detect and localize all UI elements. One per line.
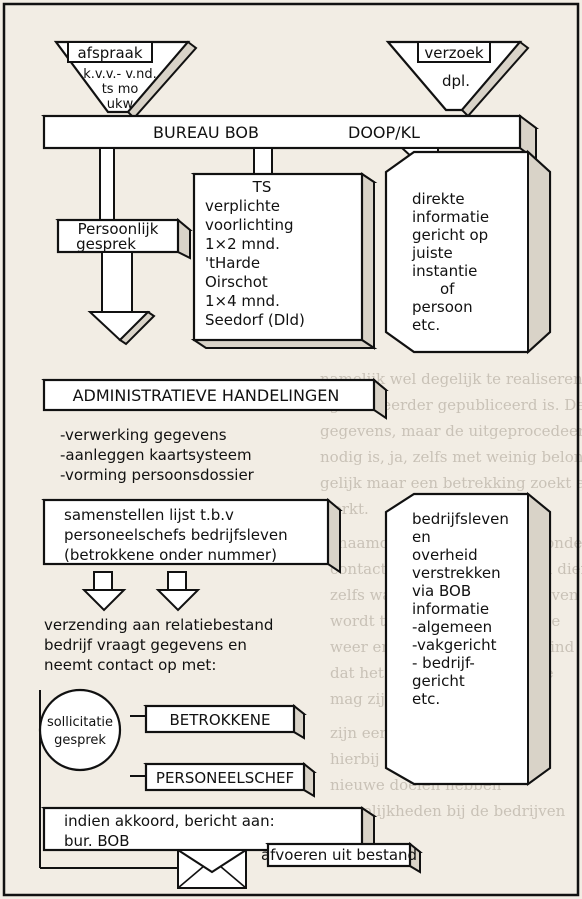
ts-line: verplichte <box>205 197 280 215</box>
direkte-line: direkte <box>412 190 465 208</box>
verzending-line: bedrijf vraagt gegevens en <box>44 636 247 654</box>
bg-line: gegevens, maar de uitgeprocedeerde perso… <box>320 422 582 440</box>
admin-item: -verwerking gegevens <box>60 426 227 444</box>
ts-line: Oirschot <box>205 273 268 291</box>
afvoeren-label: afvoeren uit bestand <box>261 846 417 864</box>
verzending-text: verzending aan relatiebestand bedrijf vr… <box>44 616 273 674</box>
verzoek-title: verzoek <box>424 44 484 62</box>
admin-bar: ADMINISTRATIEVE HANDELINGEN <box>41 377 389 420</box>
bedrijfsleven-line: -vakgericht <box>412 636 497 654</box>
persoonlijk-arrow <box>87 251 156 346</box>
admin-label: ADMINISTRATIEVE HANDELINGEN <box>73 386 340 405</box>
bureau-label: BUREAU BOB <box>153 123 259 142</box>
afspraak-line: k.v.v.- v.nd. <box>83 67 157 82</box>
ts-line: TS <box>252 178 272 196</box>
verzending-line: neemt contact op met: <box>44 656 216 674</box>
bedrijfsleven-line: en <box>412 528 431 546</box>
ts-line: voorlichting <box>205 216 294 234</box>
ts-line: Seedorf (Dld) <box>205 311 305 329</box>
bedrijfsleven-line: etc. <box>412 690 440 708</box>
bedrijfsleven-line: via BOB <box>412 582 471 600</box>
afspraak-line: ts mo <box>102 82 139 97</box>
afspraak-line: ukw <box>107 97 134 112</box>
samenstellen-line: samenstellen lijst t.b.v <box>64 506 234 524</box>
verzending-line: verzending aan relatiebestand <box>44 616 273 634</box>
afvoeren-bar: afvoeren uit bestand <box>261 841 423 874</box>
bedrijfsleven-line: gericht <box>412 672 465 690</box>
betrokkene-label: BETROKKENE <box>169 711 270 729</box>
bg-line: mogelijkheden bij de bedrijven <box>330 802 566 820</box>
bedrijfsleven-line: - bedrijf- <box>412 654 475 672</box>
sollicitatie-line: gesprek <box>54 733 106 748</box>
direkte-informatie-box: direkte informatie gericht op juiste ins… <box>384 149 552 355</box>
bg-line: gelijk maar een betrekking zoekt als mil… <box>320 474 582 492</box>
persoonlijk-line: gesprek <box>76 235 136 253</box>
admin-items: -verwerking gegevens -aanleggen kaartsys… <box>60 426 255 484</box>
samenstellen-arrows <box>81 571 201 612</box>
verzoek-funnel: verzoek dpl. <box>385 40 530 118</box>
direkte-line: gericht op <box>412 226 488 244</box>
direkte-line: juiste <box>411 244 453 262</box>
samenstellen-line: personeelschefs bedrijfsleven <box>64 526 288 544</box>
bedrijfsleven-line: informatie <box>412 600 489 618</box>
betrokkene-bar: BETROKKENE <box>143 703 307 740</box>
bedrijfsleven-line: bedrijfsleven <box>412 510 509 528</box>
admin-item: -aanleggen kaartsysteem <box>60 446 252 464</box>
bg-line: mag zijn. <box>330 690 400 708</box>
envelope-icon <box>177 849 247 889</box>
persoonlijk-line: Persoonlijk <box>78 220 159 238</box>
akkoord-line: indien akkoord, bericht aan: <box>64 812 275 830</box>
verzoek-line: dpl. <box>442 72 470 90</box>
ts-box: TS verplichte voorlichting 1×2 mnd. 'tHa… <box>190 172 378 350</box>
personeelschef-bar: PERSONEELSCHEF <box>143 761 317 798</box>
samenstellen-line: (betrokkene onder nummer) <box>64 546 277 564</box>
bureau-label-2: DOOP/KL <box>348 123 420 142</box>
bedrijfsleven-line: verstrekken <box>412 564 501 582</box>
bg-line: namelijk wel degelijk te realiseren dat,… <box>320 370 582 388</box>
ts-line: 1×4 mnd. <box>205 292 280 310</box>
sollicitatie-line: sollicitatie <box>47 715 113 730</box>
direkte-line: persoon <box>412 298 473 316</box>
connector-lines <box>39 690 178 869</box>
akkoord-line: bur. BOB <box>64 832 129 850</box>
bg-line: nodig is, ja, zelfs met weinig beloning.… <box>320 448 582 466</box>
bedrijfsleven-line: overheid <box>412 546 478 564</box>
sollicitatie-circle: sollicitatie gesprek <box>38 688 122 772</box>
personeelschef-label: PERSONEELSCHEF <box>156 769 294 787</box>
samenstellen-box: samenstellen lijst t.b.v personeelschefs… <box>41 497 343 574</box>
direkte-line: informatie <box>412 208 489 226</box>
afspraak-title: afspraak <box>77 44 142 62</box>
direkte-line: instantie <box>412 262 477 280</box>
ts-line: 'tHarde <box>205 254 260 272</box>
bedrijfsleven-line: -algemeen <box>412 618 492 636</box>
afspraak-funnel: afspraak k.v.v.- v.nd. ts mo ukw <box>53 40 198 120</box>
bedrijfsleven-box: bedrijfsleven en overheid verstrekken vi… <box>384 491 552 786</box>
admin-item: -vorming persoonsdossier <box>60 466 255 484</box>
ts-line: 1×2 mnd. <box>205 235 280 253</box>
direkte-line: etc. <box>412 316 440 334</box>
bureau-bob-bar: BUREAU BOB DOOP/KL <box>41 114 539 162</box>
direkte-line: of <box>440 280 455 298</box>
